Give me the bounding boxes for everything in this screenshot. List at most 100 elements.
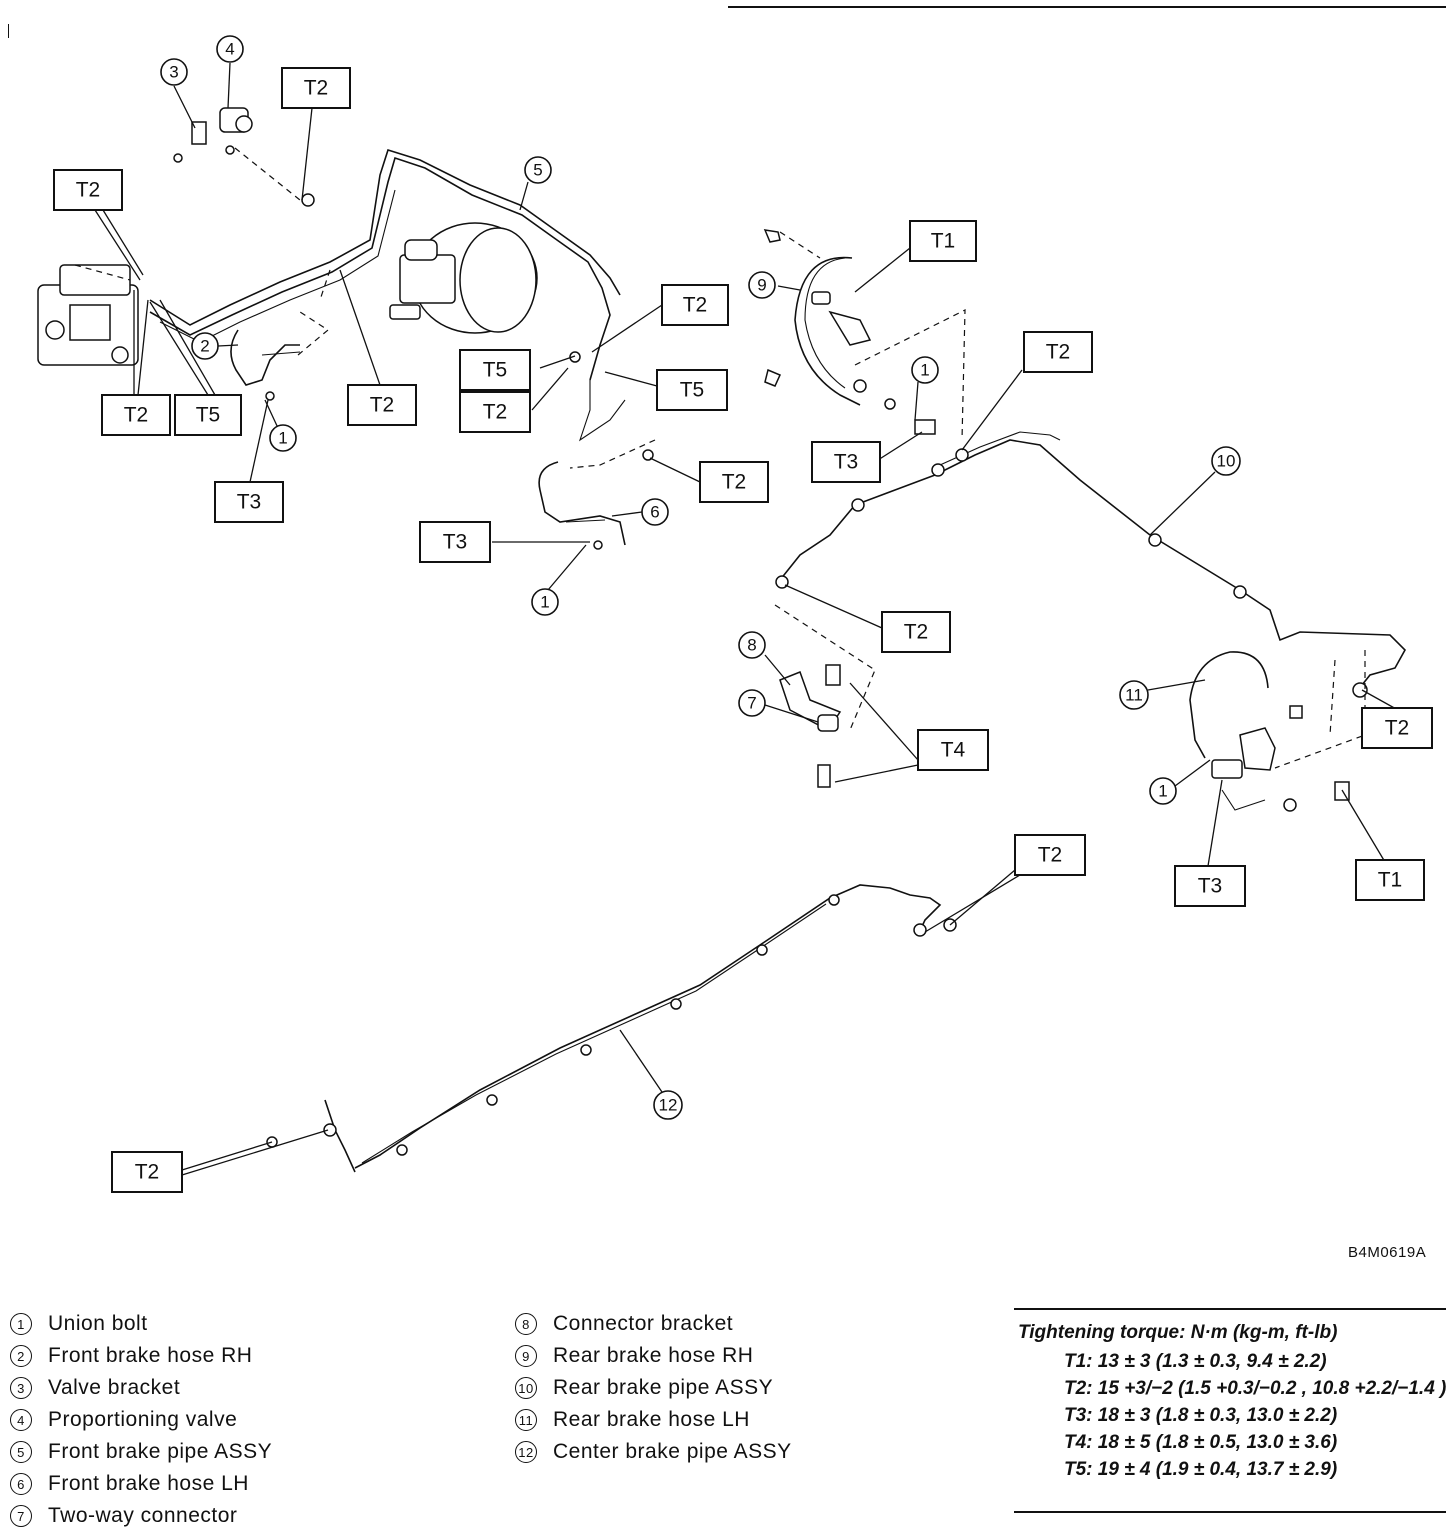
figure-code: B4M0619A	[1348, 1244, 1427, 1261]
svg-text:4: 4	[225, 40, 234, 59]
torque-tag-t5: T5	[459, 349, 531, 391]
top-rule	[728, 6, 1446, 8]
corner-mark	[8, 24, 9, 38]
torque-value: 18 ± 5 (1.8 ± 0.5, 13.0 ± 3.6)	[1097, 1432, 1338, 1453]
rear-lh-bracket	[1211, 705, 1350, 812]
legend-item: 2 Front brake hose RH	[10, 1340, 272, 1372]
legend-label: Front brake pipe ASSY	[48, 1440, 273, 1463]
master-cylinder-brake-booster	[389, 222, 538, 334]
legend-number: 2	[10, 1345, 32, 1367]
torque-tag-t5: T5	[656, 369, 728, 411]
svg-text:1: 1	[278, 429, 287, 448]
torque-tag: T2:	[1064, 1378, 1093, 1399]
torque-value: 13 ± 3 (1.3 ± 0.3, 9.4 ± 2.2)	[1097, 1351, 1327, 1372]
torque-tag: T3:	[1064, 1405, 1093, 1426]
torque-tag-t2: T2	[699, 461, 769, 503]
tightening-torque-table: Tightening torque: N·m (kg-m, ft-lb) T1:…	[1014, 1308, 1446, 1513]
svg-text:T2: T2	[1046, 341, 1071, 364]
torque-tag-t2: T2	[111, 1151, 183, 1193]
callout-7: 7	[738, 689, 766, 717]
torque-value: 19 ± 4 (1.9 ± 0.4, 13.7 ± 2.9)	[1097, 1459, 1338, 1480]
rear-brake-hose-lh	[1189, 651, 1269, 811]
torque-tag: T1:	[1064, 1351, 1093, 1372]
svg-text:T5: T5	[483, 359, 508, 382]
svg-text:T3: T3	[237, 491, 262, 514]
legend-item: 4 Proportioning valve	[10, 1404, 272, 1436]
legend-number: 10	[515, 1377, 537, 1399]
svg-text:T4: T4	[941, 739, 966, 762]
torque-tag-t2: T2	[347, 384, 417, 426]
svg-text:T2: T2	[124, 404, 149, 427]
torque-tag-t2: T2	[53, 169, 123, 211]
legend-item: 8 Connector bracket	[515, 1308, 792, 1340]
legend-label: Proportioning valve	[48, 1408, 238, 1431]
torque-tag-t2: T2	[881, 611, 951, 653]
svg-text:11: 11	[1125, 686, 1143, 705]
legend-item: 9 Rear brake hose RH	[515, 1340, 792, 1372]
svg-text:T2: T2	[483, 401, 508, 424]
svg-text:T1: T1	[1378, 869, 1403, 892]
svg-text:8: 8	[747, 636, 756, 655]
torque-tag-t3: T3	[1174, 865, 1246, 907]
center-brake-pipe-assy	[324, 884, 942, 1173]
torque-tag-t2: T2	[281, 67, 351, 109]
svg-text:10: 10	[1217, 452, 1236, 471]
callout-9: 9	[748, 271, 776, 299]
leader-lines	[94, 62, 1399, 1176]
legend-number: 4	[10, 1409, 32, 1431]
legend-label: Front brake hose LH	[48, 1472, 249, 1495]
svg-text:9: 9	[757, 276, 766, 295]
torque-tag-t3: T3	[419, 521, 491, 563]
legend-label: Connector bracket	[553, 1312, 734, 1335]
svg-text:1: 1	[1158, 782, 1167, 801]
svg-text:6: 6	[650, 503, 659, 522]
front-brake-hose-lh	[538, 461, 626, 546]
legend-number: 8	[515, 1313, 537, 1335]
callout-1: 1	[911, 356, 939, 384]
torque-tag-t2: T2	[1014, 834, 1086, 876]
svg-text:3: 3	[169, 63, 178, 82]
legend-item: 12 Center brake pipe ASSY	[515, 1436, 792, 1468]
callout-2: 2	[191, 332, 219, 360]
front-brake-pipe-assy	[149, 148, 626, 442]
svg-text:T2: T2	[135, 1161, 160, 1184]
legend-label: Rear brake pipe ASSY	[553, 1376, 774, 1399]
torque-title: Tightening torque: N·m (kg-m, ft-lb)	[1018, 1322, 1338, 1343]
torque-tag-t2: T2	[1023, 331, 1093, 373]
svg-text:T3: T3	[443, 531, 468, 554]
torque-tag-t2: T2	[459, 391, 531, 433]
torque-tag-t2: T2	[1361, 707, 1433, 749]
torque-row: T3: 18 ± 3 (1.8 ± 0.3, 13.0 ± 2.2)	[1014, 1402, 1446, 1429]
torque-tag-t2: T2	[661, 284, 729, 326]
rear-brake-hose-rh	[794, 256, 861, 406]
torque-value: 15 +3/−2 (1.5 +0.3/−0.2 , 10.8 +2.2/−1.4…	[1097, 1378, 1447, 1399]
rear-rh-bracket	[763, 229, 936, 435]
svg-text:T2: T2	[370, 394, 395, 417]
svg-text:2: 2	[200, 337, 209, 356]
svg-text:T3: T3	[834, 451, 859, 474]
legend-number: 9	[515, 1345, 537, 1367]
legend-number: 12	[515, 1441, 537, 1463]
svg-text:T2: T2	[1038, 844, 1063, 867]
brake-line-diagram: T2 T2 T2 T5 T3 T2 T2 T5 T2 T5 T2 T3 T1 T…	[37, 35, 1433, 1193]
front-brake-hose-rh	[230, 329, 301, 386]
callout-11: 11	[1119, 680, 1149, 710]
torque-row: T1: 13 ± 3 (1.3 ± 0.3, 9.4 ± 2.2)	[1014, 1348, 1446, 1375]
callout-10: 10	[1211, 446, 1241, 476]
svg-text:T5: T5	[196, 404, 221, 427]
callout-1: 1	[531, 588, 559, 616]
torque-tag-t2: T2	[101, 394, 171, 436]
torque-tag-t4: T4	[917, 729, 989, 771]
svg-text:T2: T2	[76, 179, 101, 202]
proportioning-valve	[173, 107, 253, 163]
callout-3: 3	[160, 58, 188, 86]
legend-label: Center brake pipe ASSY	[553, 1440, 792, 1463]
legend-label: Rear brake hose RH	[553, 1344, 754, 1367]
callout-8: 8	[738, 631, 766, 659]
legend-label: Front brake hose RH	[48, 1344, 253, 1367]
